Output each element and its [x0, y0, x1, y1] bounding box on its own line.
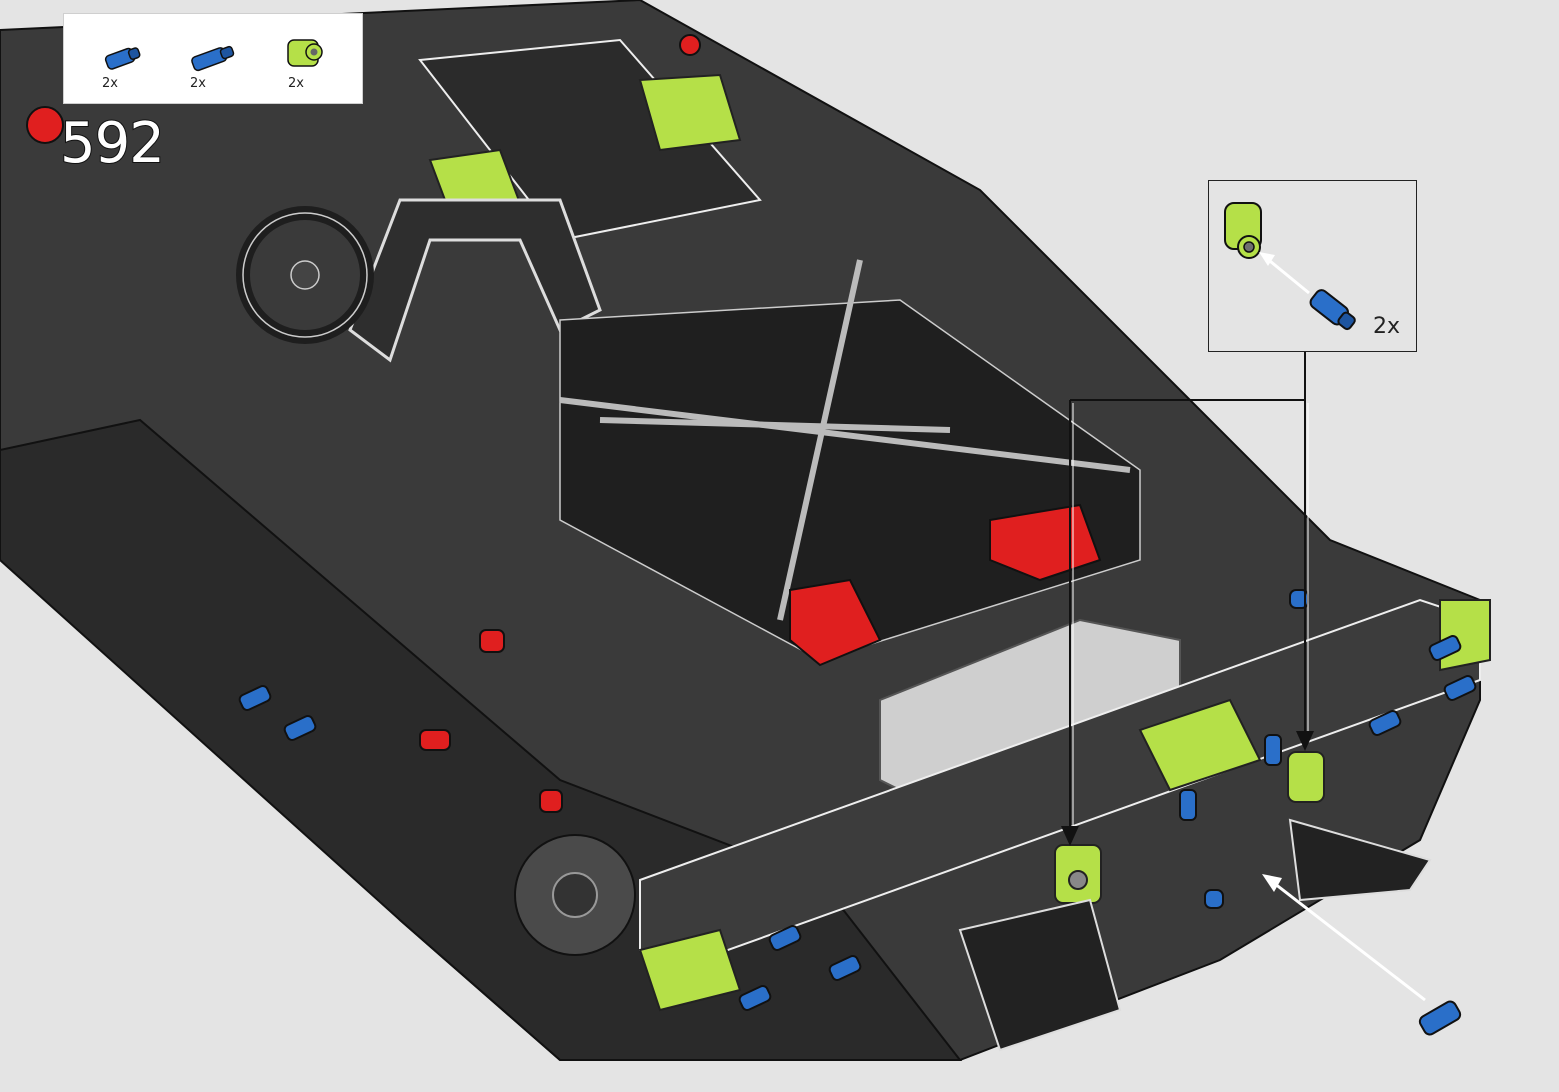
- arrow-right: [1296, 731, 1314, 751]
- lime-pin-connector-icon: [1224, 202, 1262, 259]
- red-part-2: [789, 578, 882, 667]
- insert-arrow: [1269, 878, 1426, 1002]
- parts-list-box: 2x 2x 2x: [63, 13, 363, 104]
- lime-pin-connector-icon: [287, 39, 323, 67]
- lime-panel-top: [638, 73, 742, 152]
- arrow-left: [1061, 826, 1079, 846]
- callout-leader-lines: [1069, 352, 1306, 830]
- blue-axle-pin-icon: [104, 47, 141, 70]
- part-quantity: 2x: [190, 76, 206, 91]
- incoming-blue-pin: [1418, 1000, 1462, 1036]
- subassembly-callout: 2x: [1208, 180, 1417, 352]
- diffuser-block: [958, 898, 1122, 1052]
- part-quantity: 2x: [102, 76, 118, 91]
- lime-beam-right: [1138, 698, 1262, 792]
- part-quantity: 2x: [288, 76, 304, 91]
- blue-axle-pin-icon: [191, 45, 235, 72]
- parts-list-item: 2x: [174, 22, 254, 98]
- blue-axle-pin-icon: [1309, 289, 1356, 331]
- engine-bay: [559, 299, 1141, 661]
- callout-quantity: 2x: [1373, 314, 1401, 339]
- callout-insert-arrow: [1264, 255, 1310, 295]
- blue-pins: [238, 589, 1477, 1011]
- parts-list-item: 2x: [84, 22, 164, 98]
- lime-beam-left: [638, 928, 742, 1012]
- lime-beam-end: [1439, 599, 1491, 672]
- callout-diagram: [1224, 202, 1356, 331]
- step-number: 592: [59, 111, 166, 177]
- parts-list-item: 2x: [272, 22, 352, 98]
- target-connector-right: [1287, 751, 1325, 803]
- roof-panel: [418, 38, 762, 242]
